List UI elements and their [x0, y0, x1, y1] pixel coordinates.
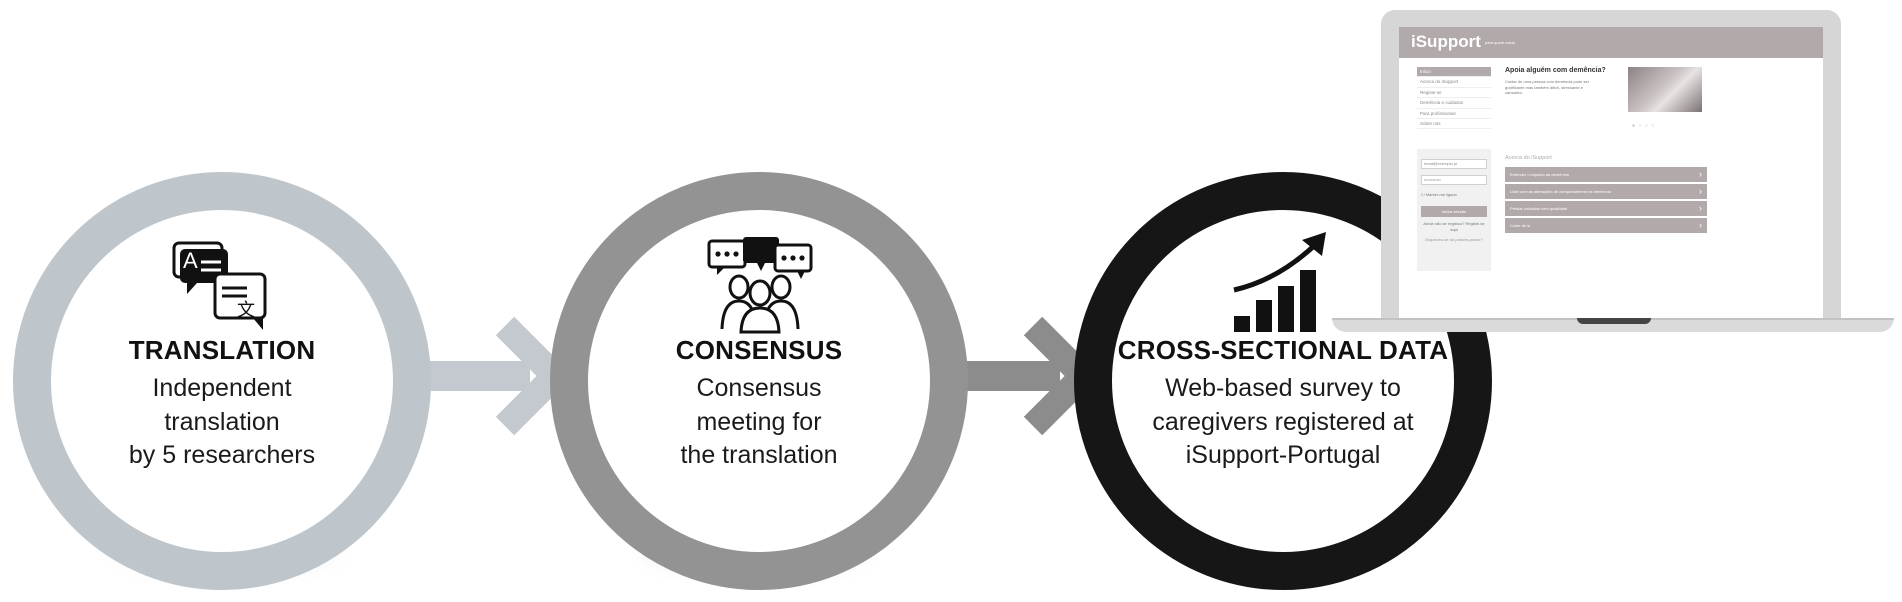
- guide-button-label: Lidar com as alterações de comportamento…: [1510, 189, 1611, 194]
- step-1-title: TRANSLATION: [128, 335, 316, 365]
- step-1-description-line: by 5 researchers: [128, 441, 316, 469]
- forgot-password-link[interactable]: Esqueceu-se da palavra-passe?: [1425, 237, 1483, 242]
- remember-me-label: Manter-me ligado: [1425, 192, 1457, 197]
- menu-item[interactable]: Sobre nós: [1417, 119, 1491, 130]
- step-2-description-line: Consensus: [696, 374, 822, 402]
- menu-item[interactable]: Demência e cuidados: [1417, 98, 1491, 109]
- chevron-right-icon: ›: [1699, 186, 1702, 196]
- step-2-description-line: the translation: [680, 441, 838, 469]
- hero-text: Cuidar de uma pessoa com demência pode s…: [1505, 79, 1590, 95]
- step-2-description-line: meeting for: [696, 407, 822, 436]
- guide-button[interactable]: Cuide de si ›: [1505, 218, 1707, 233]
- site-side-menu: Início Acerca do iSupport Registe-se Dem…: [1417, 67, 1491, 130]
- section-title: Acerca do iSupport: [1505, 155, 1552, 161]
- step-3-description-line: caregivers registered at: [1152, 407, 1414, 436]
- step-3-title: CROSS-SECTIONAL DATA: [1117, 335, 1449, 365]
- guide-button[interactable]: Prestar cuidados com qualidade ›: [1505, 201, 1707, 216]
- menu-item[interactable]: Registe-se: [1417, 88, 1491, 99]
- menu-item[interactable]: Para profissionais: [1417, 109, 1491, 119]
- menu-item[interactable]: Início: [1417, 67, 1491, 78]
- step-3-description-line: Web-based survey to: [1165, 374, 1401, 402]
- step-2-title: CONSENSUS: [675, 335, 843, 365]
- step-1-description-line: Independent: [152, 374, 292, 402]
- guide-button-label: Entender o impacto da demência: [1510, 172, 1569, 177]
- chevron-right-icon: ›: [1699, 220, 1702, 230]
- hero-title: Apoia alguém com demência?: [1505, 67, 1606, 74]
- site-header: iSupport para quem cuida: [1399, 27, 1823, 58]
- step-1-translation: A 文 TRANSLATION Independent translation …: [13, 172, 431, 590]
- login-button[interactable]: Iniciar sessão: [1421, 206, 1487, 217]
- register-note[interactable]: Ainda não se registou? Registe-se aqui: [1423, 221, 1485, 232]
- step-1-description-line: translation: [164, 407, 280, 436]
- site-tagline: para quem cuida: [1485, 40, 1515, 45]
- menu-item[interactable]: Acerca do iSupport: [1417, 77, 1491, 88]
- chevron-right-icon: ›: [1699, 203, 1702, 213]
- step-3-description-line: iSupport-Portugal: [1185, 441, 1381, 469]
- guide-button-label: Prestar cuidados com qualidade: [1510, 206, 1568, 211]
- translate-icon: A 文: [172, 241, 267, 330]
- step-1-description: Independent translation by 5 researchers: [51, 372, 393, 473]
- guide-button[interactable]: Entender o impacto da demência ›: [1505, 167, 1707, 182]
- email-field[interactable]: email@exemplo.pt: [1421, 159, 1487, 169]
- remember-me-checkbox[interactable]: ☐ Manter-me ligado: [1421, 192, 1457, 197]
- step-2-description: Consensus meeting for the translation: [588, 372, 930, 473]
- step-3-description: Web-based survey to caregivers registere…: [1112, 372, 1454, 473]
- group-discussion-icon: [707, 237, 813, 334]
- guide-button[interactable]: Lidar com as alterações de comportamento…: [1505, 184, 1707, 199]
- password-field[interactable]: ••••••••••••: [1421, 175, 1487, 185]
- translate-source-glyph: A: [183, 248, 198, 273]
- chevron-right-icon: ›: [1699, 169, 1702, 179]
- isupport-website-screenshot: iSupport para quem cuida Início Acerca d…: [1399, 27, 1823, 319]
- step-2-consensus: CONSENSUS Consensus meeting for the tran…: [550, 172, 968, 590]
- login-box: email@exemplo.pt •••••••••••• ☐ Manter-m…: [1417, 149, 1491, 271]
- site-logo: iSupport: [1411, 32, 1481, 51]
- laptop-trackpad-notch: [1577, 318, 1651, 324]
- bar-chart-growth-icon: [1233, 232, 1326, 332]
- carousel-dots[interactable]: ● ○ ○ ○: [1632, 123, 1656, 129]
- translate-target-glyph: 文: [237, 300, 255, 321]
- hero-photo: [1628, 67, 1702, 112]
- guide-button-label: Cuide de si: [1510, 223, 1531, 228]
